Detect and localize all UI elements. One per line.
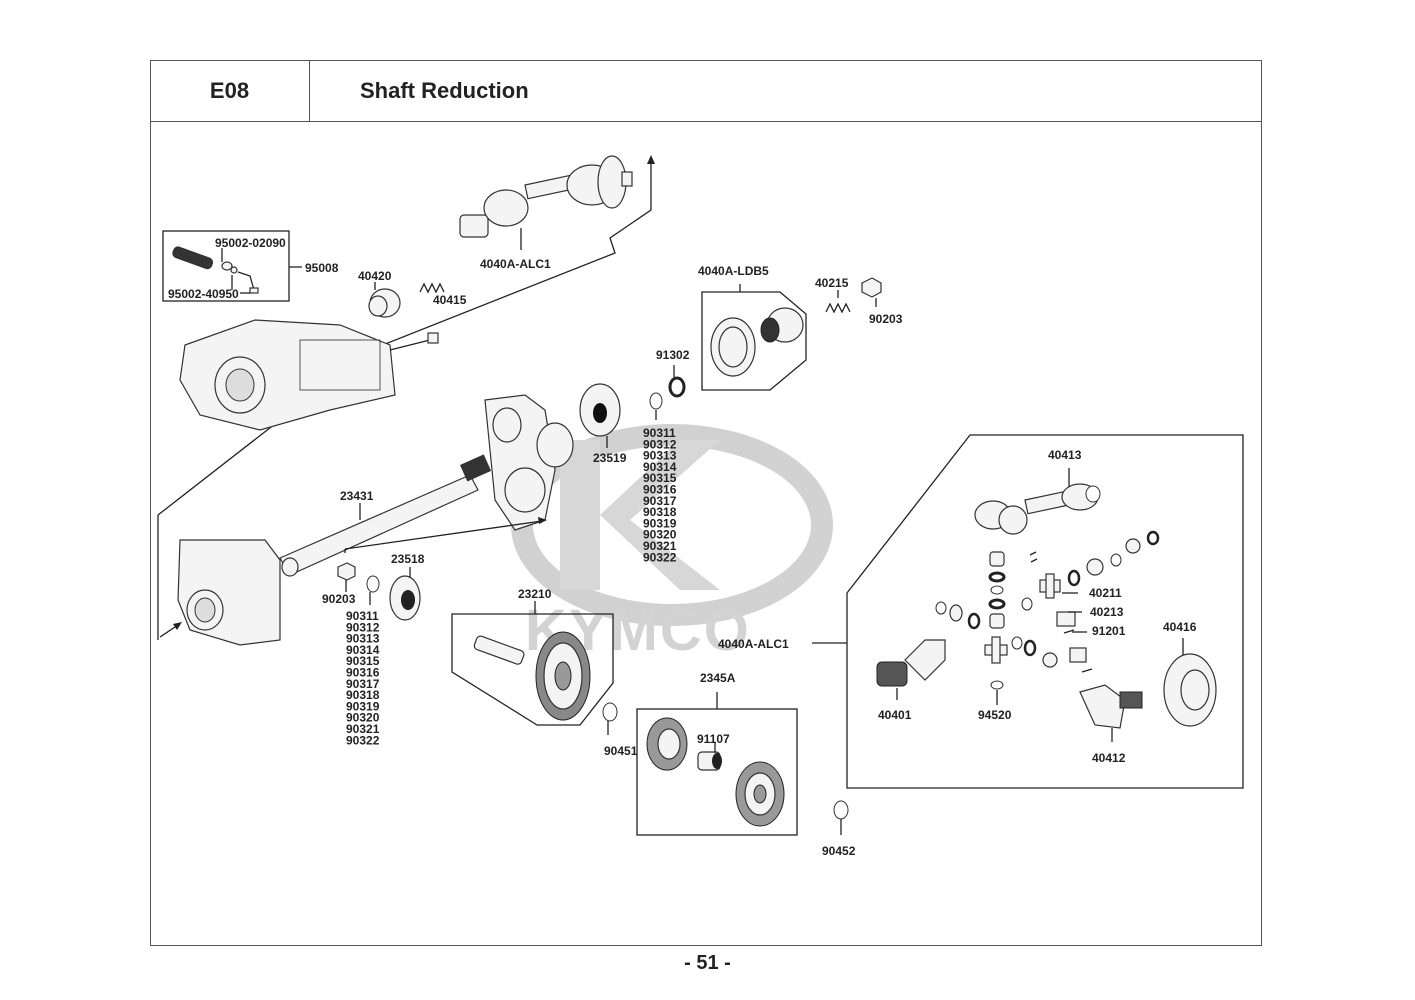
- joint-small-parts: [935, 530, 1160, 705]
- seal-40420: [368, 282, 401, 318]
- yoke-40412: [1079, 684, 1143, 742]
- gearbox-housing-upper: [179, 319, 439, 431]
- label-23210: 23210: [518, 587, 552, 601]
- shim-part-number: 90316: [643, 483, 677, 497]
- gearbox-housing-lower: [157, 515, 281, 646]
- shim-list-left: 9031190312903139031490315903169031790318…: [346, 609, 380, 747]
- page-number: - 51 -: [684, 952, 731, 974]
- label-4040A-ALC1-top: 4040A-ALC1: [480, 257, 551, 271]
- nut-90203-top: [861, 277, 882, 307]
- label-2345A: 2345A: [700, 671, 736, 685]
- leader-line-center: [344, 520, 543, 550]
- label-95008: 95008: [305, 261, 339, 275]
- washer-90452: [833, 800, 849, 835]
- label-91107: 91107: [697, 732, 730, 746]
- label-40420: 40420: [358, 269, 392, 283]
- washer-23519: [579, 383, 621, 448]
- universal-joint-detail-box: [812, 434, 1244, 789]
- shim-part-number: 90315: [346, 654, 380, 668]
- label-4040A-LDB5: 4040A-LDB5: [698, 264, 769, 278]
- shim-part-number: 90317: [643, 494, 677, 508]
- seal-40416: [1163, 638, 1217, 727]
- label-23431: 23431: [340, 489, 374, 503]
- shim-part-number: 90312: [643, 437, 677, 451]
- shim-part-number: 90322: [346, 733, 380, 747]
- label-23518: 23518: [391, 552, 425, 566]
- shim-part-number: 90318: [643, 505, 677, 519]
- shim-list-right: 9031190312903139031490315903169031790318…: [643, 426, 677, 564]
- label-40415: 40415: [433, 293, 467, 307]
- shim-part-number: 90320: [643, 528, 677, 542]
- leader-arrow: [538, 517, 547, 524]
- shim-part-number: 90320: [346, 711, 380, 725]
- shim-part-number: 90319: [643, 516, 677, 530]
- shim-90311-series-left: [366, 575, 380, 605]
- label-4040A-ALC1-mid: 4040A-ALC1: [718, 637, 789, 651]
- shim-part-number: 90321: [643, 539, 677, 553]
- shim-part-number: 90317: [346, 677, 380, 691]
- shim-part-number: 90315: [643, 471, 677, 485]
- shim-part-number: 90318: [346, 688, 380, 702]
- label-40401: 40401: [878, 708, 912, 722]
- shim-part-number: 90313: [643, 449, 677, 463]
- label-95002-40950: 95002-40950: [168, 287, 239, 301]
- label-94520: 94520: [978, 708, 1012, 722]
- label-23519: 23519: [593, 451, 627, 465]
- label-40416: 40416: [1163, 620, 1197, 634]
- kymco-watermark: KYMCO: [511, 424, 833, 663]
- label-90203-top: 90203: [869, 312, 903, 326]
- output-shaft-23431: [279, 454, 492, 577]
- shim-part-number: 90314: [643, 460, 677, 474]
- page-title: Shaft Reduction: [360, 78, 529, 103]
- shim-part-number: 90312: [346, 620, 380, 634]
- bearing-23518: [389, 567, 421, 621]
- label-90452: 90452: [822, 844, 856, 858]
- bearing-kit-4040A-LDB5: [701, 284, 807, 391]
- label-40412: 40412: [1092, 751, 1126, 765]
- gear-set-2345A: [636, 692, 798, 836]
- label-91201: 91201: [1092, 624, 1126, 638]
- spring-40215: [825, 290, 851, 314]
- yoke-40401: [876, 639, 946, 700]
- label-90451: 90451: [604, 744, 638, 758]
- yoke-shaft-40413: [974, 468, 1101, 535]
- label-95002-02090: 95002-02090: [215, 236, 286, 250]
- ring-91302: [668, 365, 686, 398]
- spring-40415: [419, 282, 445, 294]
- shim-part-number: 90322: [643, 550, 677, 564]
- washer-90451: [602, 702, 618, 735]
- boot-kit-95008: [162, 230, 302, 302]
- diagram-frame: [150, 60, 1262, 946]
- shim-part-number: 90311: [346, 609, 379, 623]
- shim-part-number: 90313: [346, 632, 380, 646]
- shim-part-number: 90316: [346, 666, 380, 680]
- section-code: E08: [150, 60, 310, 122]
- shim-part-number: 90319: [346, 699, 380, 713]
- gear-shaft-23210: [451, 601, 614, 726]
- label-40213: 40213: [1090, 605, 1124, 619]
- label-91302: 91302: [656, 348, 690, 362]
- label-40413: 40413: [1048, 448, 1082, 462]
- shim-part-number: 90311: [643, 426, 676, 440]
- gearbox-housing-center: [484, 394, 574, 531]
- drive-shaft-top: [459, 155, 633, 250]
- nut-90203-mid: [337, 562, 356, 592]
- label-40215: 40215: [815, 276, 849, 290]
- label-90203-mid: 90203: [322, 592, 356, 606]
- shim-part-number: 90321: [346, 722, 380, 736]
- shim-part-number: 90314: [346, 643, 380, 657]
- label-40211: 40211: [1089, 586, 1122, 600]
- header-divider: [150, 121, 1262, 122]
- shim-90311-series-right: [649, 392, 663, 420]
